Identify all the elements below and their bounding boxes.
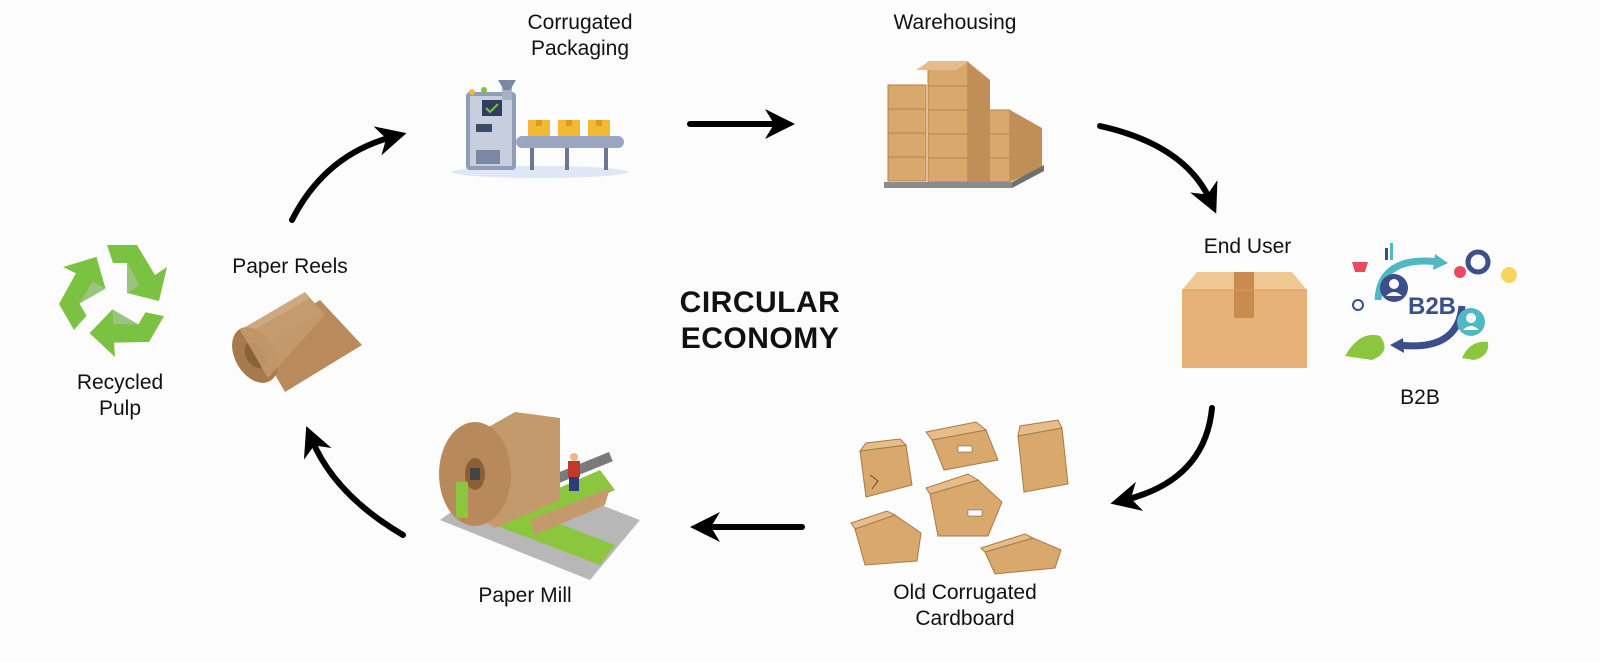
paper-mill-label: Paper Mill <box>478 584 572 607</box>
paper-reel-icon <box>232 292 362 392</box>
paper-reels-label: Paper Reels <box>232 255 348 278</box>
recycle-icon <box>58 245 167 358</box>
old-cardboard-boxes-icon <box>850 419 1069 575</box>
cardboard-box-icon <box>1182 272 1307 368</box>
b2b-illustration: B2B <box>1345 243 1517 360</box>
packaging-machine-icon <box>452 80 628 178</box>
recycled-pulp-label: Recycled Pulp <box>76 371 164 420</box>
arrow-reels-to-packaging <box>289 126 407 223</box>
arrow-warehousing-to-end-user <box>1097 123 1218 214</box>
diagram-title: CIRCULAR ECONOMY <box>640 285 880 357</box>
old-corrugated-cardboard-label: Old Corrugated Cardboard <box>893 581 1037 630</box>
warehouse-boxes-icon <box>884 61 1044 188</box>
arrow-end-user-to-occ <box>1110 405 1215 511</box>
title-line-2: ECONOMY <box>680 322 840 355</box>
b2b-label: B2B <box>1400 386 1440 409</box>
end-user-label: End User <box>1203 235 1292 258</box>
corrugated-packaging-label: Corrugated Packaging <box>527 11 633 60</box>
title-line-1: CIRCULAR <box>679 286 841 319</box>
paper-mill-icon <box>439 412 640 580</box>
flow-arrows <box>289 109 1218 542</box>
b2b-badge-text: B2B <box>1408 293 1456 320</box>
warehousing-label: Warehousing <box>893 11 1017 34</box>
arrow-paper-mill-to-pulp <box>303 426 406 538</box>
